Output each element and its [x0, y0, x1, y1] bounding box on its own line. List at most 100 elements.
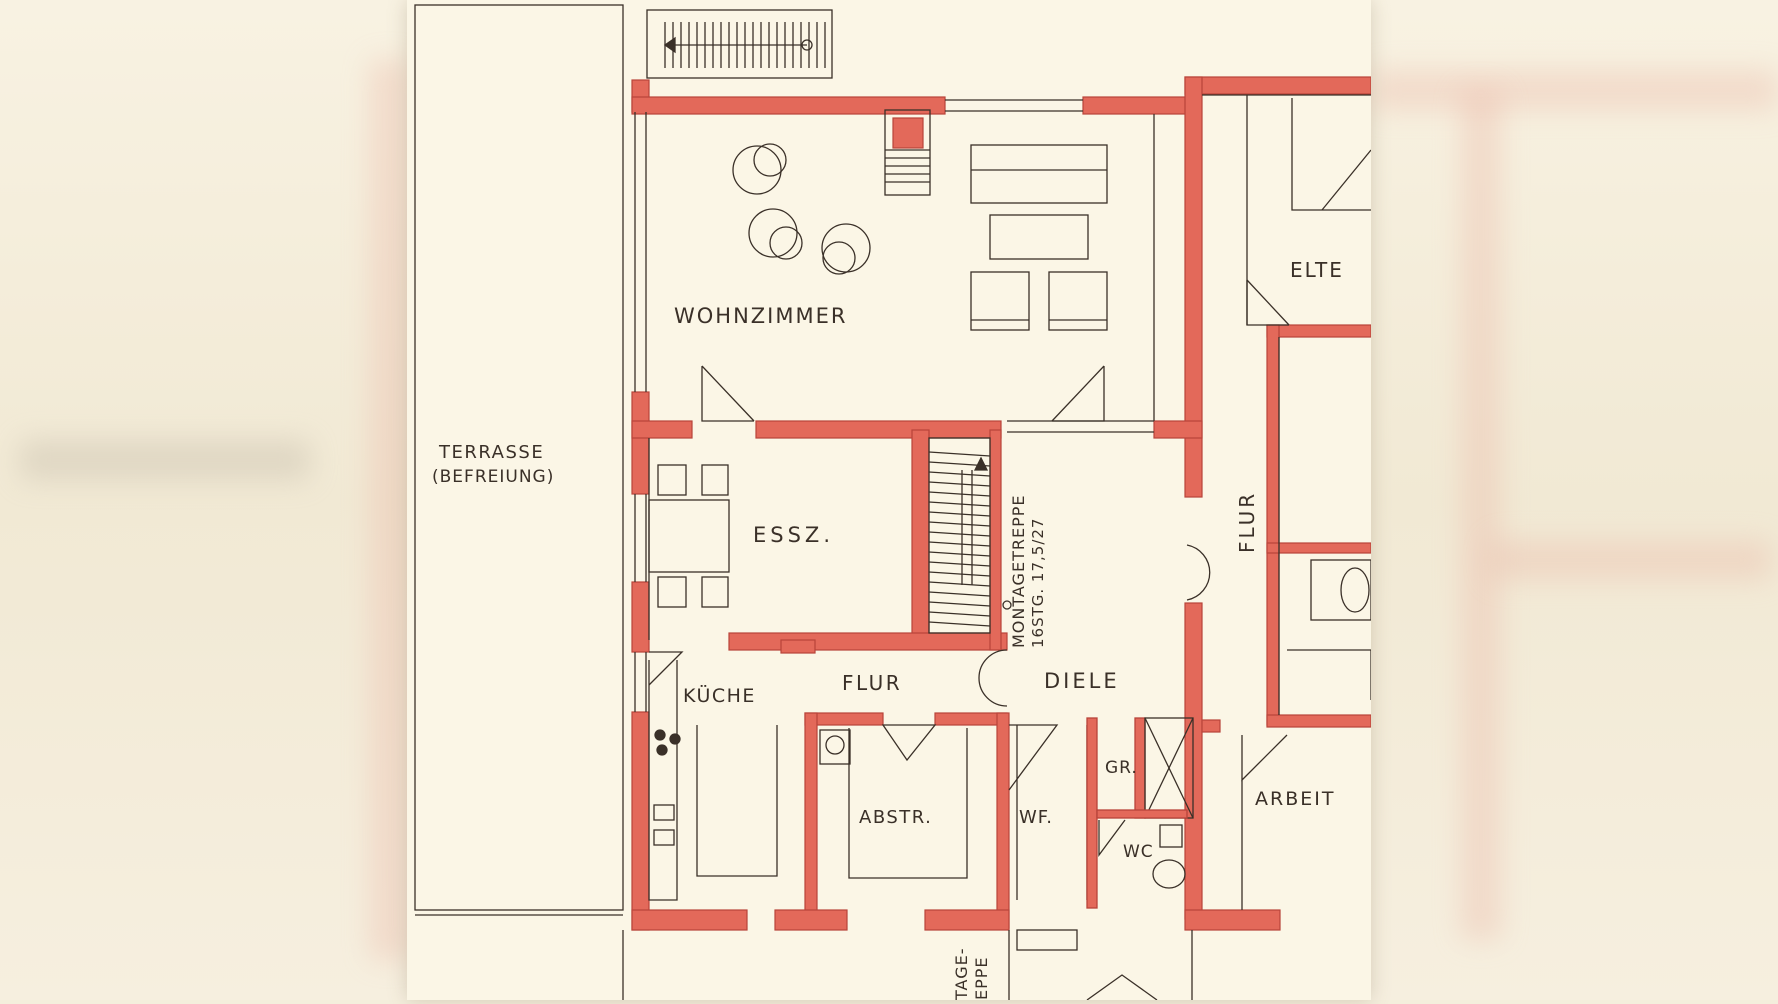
sink — [653, 804, 675, 821]
wall-segment — [996, 712, 1010, 929]
wall-segment — [1266, 542, 1372, 554]
label-wohnzimmer: WOHNZIMMER — [674, 304, 847, 328]
blurred-background-right — [1371, 0, 1778, 1000]
abstr-shelf — [848, 728, 968, 879]
stair-arrow — [973, 456, 989, 471]
wall-segment — [1086, 717, 1098, 909]
armchair — [821, 223, 871, 273]
stair-start-marker — [801, 39, 813, 51]
armchair — [732, 145, 782, 195]
chimney-stair — [884, 109, 931, 196]
door-arc — [978, 649, 1008, 707]
label-elte: ELTE — [1290, 258, 1344, 282]
wall-segment — [728, 632, 1008, 651]
dining-chair — [701, 464, 729, 496]
coffee-table — [989, 214, 1089, 260]
armchair-inner — [753, 143, 787, 177]
kitchen-counter — [648, 660, 678, 901]
armchair-square — [1048, 271, 1108, 331]
sofa — [970, 144, 1108, 204]
kitchen-counter — [696, 725, 778, 877]
wall-segment — [1153, 420, 1203, 439]
label-kueche: KÜCHE — [683, 684, 756, 707]
door-swing — [701, 366, 754, 422]
boiler — [819, 729, 851, 765]
wall-segment — [631, 420, 693, 439]
spiral-treads — [928, 451, 991, 627]
hob-burner — [654, 729, 666, 741]
entrance-arc — [1086, 974, 1158, 1001]
door-swing — [1098, 819, 1126, 857]
label-bottom-stair-1: TAGE- — [952, 948, 971, 1000]
door-leaf — [701, 365, 755, 422]
armchair-square — [970, 271, 1030, 331]
thin-lines — [414, 4, 1372, 1001]
door-leaf — [1051, 365, 1105, 422]
blurred-background-left — [0, 0, 410, 1000]
door-swing — [648, 651, 684, 686]
armchair-inner — [822, 241, 856, 275]
wall-segment — [1096, 809, 1188, 819]
wall-segment — [934, 712, 1008, 726]
armchair-inner — [769, 226, 803, 260]
stair-start-marker — [1002, 600, 1012, 610]
label-abstr: ABSTR. — [859, 807, 932, 828]
wall-segment — [1184, 909, 1281, 931]
room-labels: WOHNZIMMER TERRASSE (BEFREIUNG) ESSZ. KÜ… — [432, 258, 1344, 1001]
wall-segment — [780, 639, 816, 654]
wall-segment — [804, 712, 818, 914]
stair-arrow — [663, 36, 676, 54]
wall-segment — [1266, 324, 1372, 338]
door-swing — [1241, 734, 1288, 782]
wall-segment — [1184, 76, 1372, 95]
wash-basin — [1159, 824, 1183, 848]
terrace-outline — [414, 4, 624, 911]
wall-segment — [1082, 96, 1197, 115]
bath-toilet — [1340, 567, 1370, 613]
door-swing — [1246, 280, 1289, 326]
label-arbeit: ARBEIT — [1255, 788, 1335, 810]
hob-burner — [669, 733, 681, 745]
wall-segment — [631, 909, 748, 931]
wall-segment — [1266, 324, 1280, 726]
wall-segment — [631, 581, 650, 653]
chimney-block — [892, 117, 924, 149]
armchair — [748, 208, 798, 258]
door-leaf — [1246, 279, 1290, 326]
floor-grate — [1016, 929, 1078, 951]
sink — [653, 829, 675, 846]
label-wf: WF. — [1019, 807, 1053, 828]
floor-plan-sheet: WOHNZIMMER TERRASSE (BEFREIUNG) ESSZ. KÜ… — [407, 0, 1372, 1001]
dining-chair — [657, 576, 687, 608]
label-befreiung: (BEFREIUNG) — [432, 467, 554, 487]
floor-plan-drawing: WOHNZIMMER TERRASSE (BEFREIUNG) ESSZ. KÜ… — [414, 4, 1372, 1001]
boiler-circle — [825, 735, 845, 755]
toilet — [1152, 859, 1186, 889]
door-leaf — [1321, 149, 1372, 211]
dining-chair — [657, 464, 687, 496]
exterior-stair — [646, 9, 833, 79]
label-stair-spec: 16STG. 17,5/27 — [1029, 518, 1047, 648]
dining-table — [648, 499, 730, 573]
wall-segment — [1201, 719, 1221, 733]
wall-segment — [924, 909, 1010, 931]
wall-segment — [1266, 714, 1372, 728]
wall-segment — [1184, 76, 1203, 498]
door-swing — [881, 724, 937, 762]
label-bottom-stair-2: EPPE — [972, 956, 991, 1000]
label-gr: GR. — [1105, 758, 1138, 778]
door-swing — [1008, 724, 1059, 791]
label-wc: WC — [1123, 842, 1154, 862]
wall-segment — [631, 96, 946, 115]
door-arc — [1186, 544, 1211, 601]
wall-segment — [989, 429, 1002, 651]
label-diele: DIELE — [1044, 669, 1120, 693]
wall-segment — [755, 420, 1002, 439]
label-terrasse: TERRASSE — [438, 442, 544, 463]
cabinet-diagonal — [1144, 717, 1194, 819]
label-essz: ESSZ. — [753, 523, 834, 547]
wall-segment — [631, 391, 650, 495]
bath-fixture — [1287, 649, 1372, 700]
hob-burner — [656, 744, 668, 756]
